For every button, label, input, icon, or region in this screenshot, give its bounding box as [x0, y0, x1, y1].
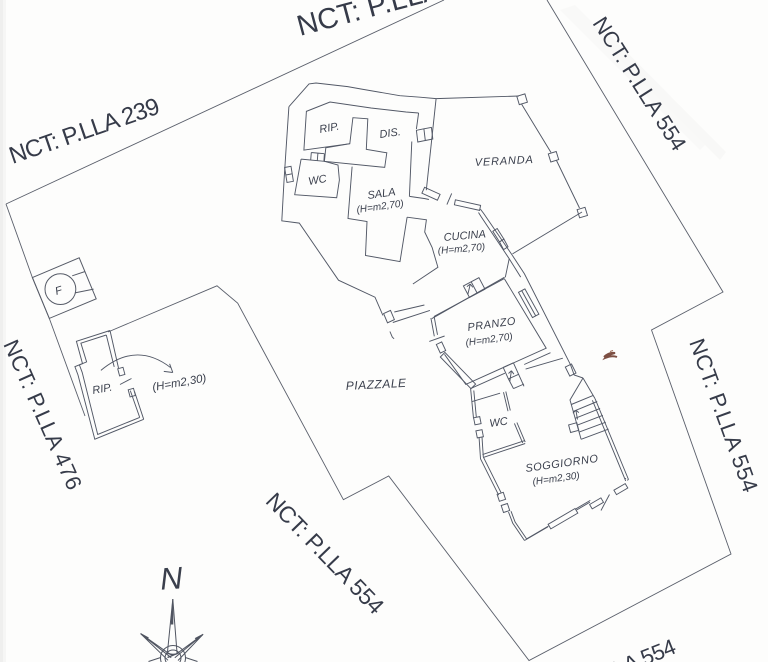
svg-text:CUCINA: CUCINA: [443, 228, 486, 244]
svg-text:WC: WC: [489, 416, 509, 430]
svg-text:RIP.: RIP.: [91, 382, 113, 397]
svg-text:DIS.: DIS.: [379, 126, 402, 141]
svg-text:SALA: SALA: [367, 186, 397, 202]
svg-text:N: N: [159, 560, 184, 597]
svg-text:RIP.: RIP.: [318, 121, 340, 136]
svg-text:F: F: [54, 284, 65, 298]
svg-text:PIAZZALE: PIAZZALE: [345, 376, 407, 393]
svg-text:WC: WC: [307, 173, 327, 188]
svg-text:VERANDA: VERANDA: [475, 154, 534, 169]
svg-text:(H=m2,70): (H=m2,70): [437, 242, 485, 257]
